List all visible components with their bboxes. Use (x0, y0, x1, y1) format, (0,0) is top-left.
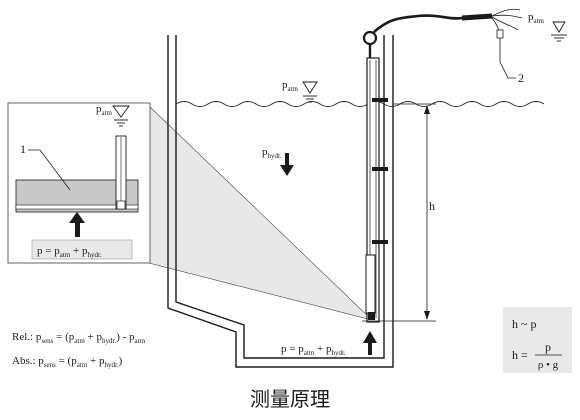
water-surface (175, 101, 545, 107)
zoom-detail-content (15, 135, 139, 213)
sensor-pressure-formula: p = patm + phydr. (281, 343, 346, 357)
arrow-up-icon (69, 212, 85, 237)
tank-wall (167, 35, 394, 368)
callout-1-leader (28, 149, 71, 191)
zoom-formula-box (31, 239, 133, 260)
absolute-pressure-formula: Abs.: psens = (patm + phydr.) (12, 355, 123, 369)
h-proportional-formula: h ~ p (512, 317, 537, 331)
callout-1-label: 1 (20, 142, 26, 156)
patm-surface-label: patm (282, 79, 299, 93)
arrow-down-icon (280, 153, 294, 176)
height-dimension (362, 103, 436, 322)
h-definition-denominator: ρ • g (538, 359, 559, 371)
height-formula-box (503, 307, 572, 373)
patm-zoom-label: patm (96, 103, 113, 117)
probe-rod (365, 57, 388, 323)
water-level-triangle-icon (302, 81, 318, 103)
probe-cable (362, 8, 523, 58)
phydr-label: phydr. (262, 146, 282, 160)
water-level-triangle-icon (551, 21, 567, 42)
callout-2-leader (499, 38, 516, 79)
diagram-caption: 测量原理 (250, 387, 330, 411)
water-level-triangle-icon (112, 105, 130, 127)
h-definition-lhs: h = (512, 348, 528, 362)
patm-cable-label: patm (528, 11, 545, 25)
zoom-pressure-formula: p = patm + phydr. (37, 245, 102, 259)
h-definition-numerator: p (545, 340, 551, 354)
zoom-projection-beam (148, 105, 374, 321)
arrow-up-icon (363, 331, 377, 355)
relative-pressure-formula: Rel.: psens = (patm + phydr.) - patm (12, 331, 146, 345)
height-label: h (429, 199, 435, 213)
callout-2-label: 2 (518, 71, 524, 85)
